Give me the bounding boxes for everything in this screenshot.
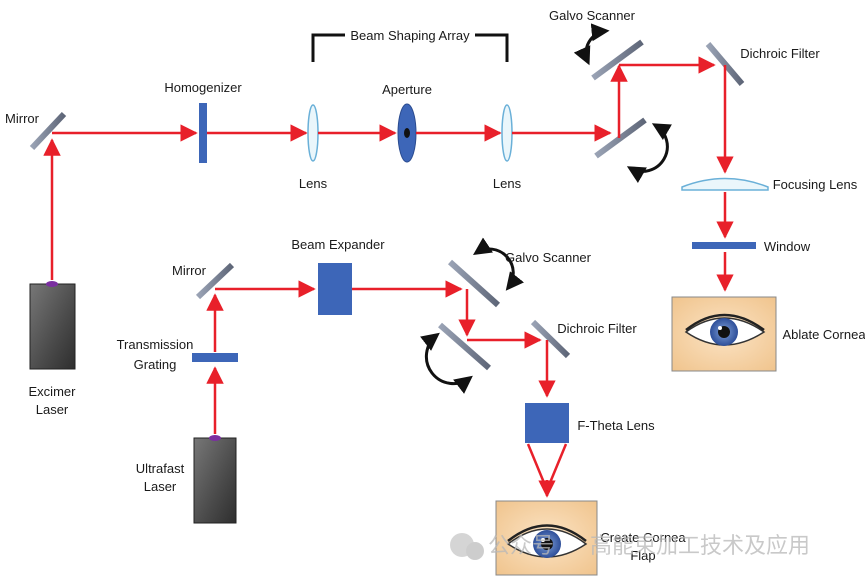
excimer-laser-label-2: Laser xyxy=(36,402,69,417)
beam-expander xyxy=(318,263,352,315)
ultrafast-laser xyxy=(193,435,237,524)
rotation-arrow-icon xyxy=(626,123,672,184)
ultrafast-laser-label-1: Ultrafast xyxy=(136,461,185,476)
focusing-lens xyxy=(681,177,769,191)
rotation-arrow-icon xyxy=(573,23,610,66)
lens-2 xyxy=(501,104,513,162)
f-theta-lens-label: F-Theta Lens xyxy=(577,418,655,433)
watermark: 公众号 高能束加工技术及应用 xyxy=(450,533,810,560)
beam-shaping-array-label: Beam Shaping Array xyxy=(350,28,470,43)
beam-expander-label: Beam Expander xyxy=(291,237,385,252)
window xyxy=(692,242,756,249)
galvo-mirror-lower xyxy=(594,117,647,159)
lens-1-label: Lens xyxy=(299,176,328,191)
galvo-scanner-lower-label: Galvo Scanner xyxy=(505,250,592,265)
eye-ablate-cornea xyxy=(671,296,777,372)
lens-1 xyxy=(307,104,319,162)
dichroic-filter-lower-label: Dichroic Filter xyxy=(557,321,637,336)
transmission-grating-label-2: Grating xyxy=(134,357,177,372)
focusing-lens-label: Focusing Lens xyxy=(773,177,858,192)
excimer-laser xyxy=(29,281,76,370)
ablate-cornea-label: Ablate Cornea xyxy=(782,327,865,342)
f-theta-lens xyxy=(525,403,569,443)
homogenizer xyxy=(199,103,207,163)
mirror-upper xyxy=(29,111,67,151)
excimer-laser-label-1: Excimer xyxy=(29,384,77,399)
galvo-mirror-lower-upper xyxy=(447,259,501,308)
aperture xyxy=(397,103,417,163)
beam-converge-right xyxy=(545,443,568,491)
mirror-lower xyxy=(195,262,235,300)
create-cornea-flap-label-1: Create Cornea xyxy=(600,530,686,545)
transmission-grating-label-1: Transmission xyxy=(117,337,194,352)
dichroic-filter-upper xyxy=(705,42,745,86)
dichroic-filter-upper-label: Dichroic Filter xyxy=(740,46,820,61)
create-cornea-flap-label-2: Flap xyxy=(630,548,655,563)
lens-2-label: Lens xyxy=(493,176,522,191)
aperture-label: Aperture xyxy=(382,82,432,97)
homogenizer-label: Homogenizer xyxy=(164,80,242,95)
watermark-prefix: 公众号 xyxy=(488,534,554,559)
rotation-arrow-icon xyxy=(472,237,525,291)
galvo-mirror-lower-lower xyxy=(438,322,491,371)
galvo-scanner-upper-label: Galvo Scanner xyxy=(549,8,636,23)
eye-create-cornea-flap xyxy=(495,500,598,576)
watermark-text: 高能束加工技术及应用 xyxy=(590,534,810,559)
beam-converge-left xyxy=(526,443,549,491)
mirror-upper-label: Mirror xyxy=(5,111,40,126)
ultrafast-laser-label-2: Laser xyxy=(144,479,177,494)
window-label: Window xyxy=(764,239,811,254)
galvo-mirror-upper xyxy=(591,39,644,81)
transmission-grating xyxy=(192,353,238,362)
mirror-lower-label: Mirror xyxy=(172,263,207,278)
dichroic-filter-lower xyxy=(530,319,571,359)
rotation-arrow-icon xyxy=(420,332,473,394)
